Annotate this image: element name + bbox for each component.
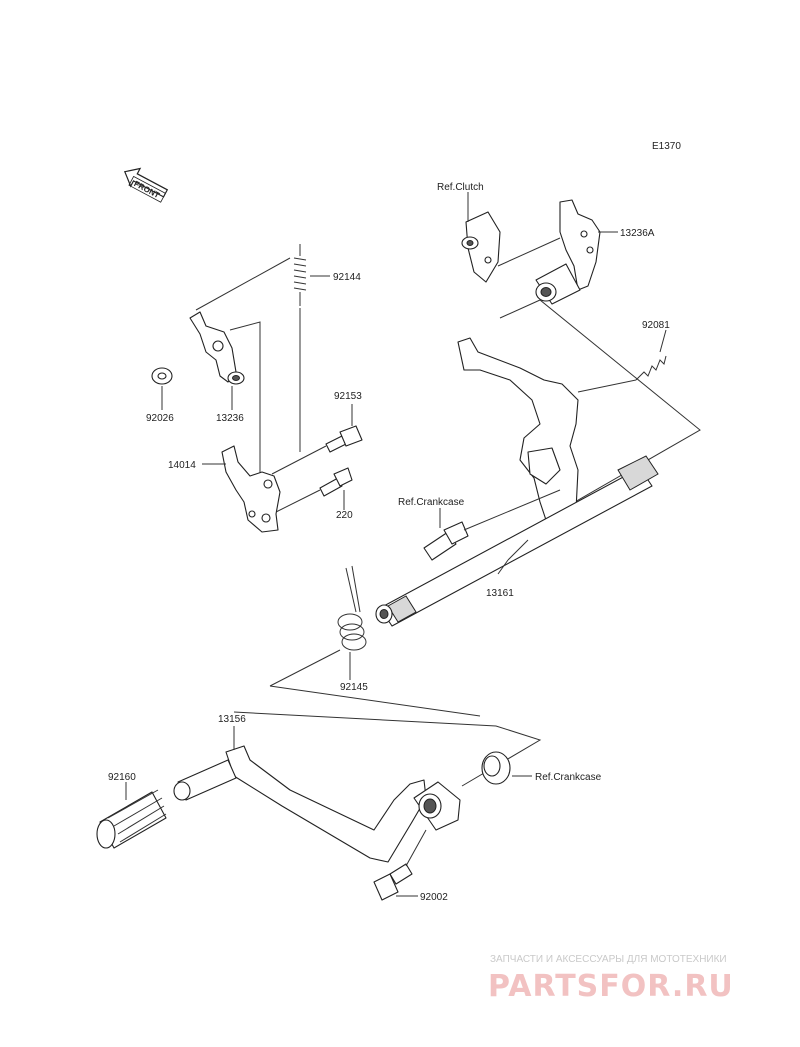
spring-line — [577, 379, 637, 393]
bolt-92153 — [325, 425, 363, 453]
label-13161: 13161 — [486, 588, 514, 599]
spring-92081 — [635, 355, 667, 381]
guide-line — [497, 237, 561, 267]
washer-92026 — [151, 367, 173, 385]
plate-13236 — [189, 311, 245, 385]
clutch-lever — [461, 211, 501, 283]
leader-92081 — [659, 329, 667, 353]
diagram-code: E1370 — [652, 141, 681, 152]
shift-shaft-13161 — [375, 337, 659, 627]
label-92144: 92144 — [333, 272, 361, 283]
label-14014: 14014 — [168, 460, 196, 471]
label-13236A: 13236A — [620, 228, 655, 239]
bolt-92002 — [373, 863, 413, 901]
watermark-subtitle: ЗАПЧАСТИ И АКСЕССУАРЫ ДЛЯ МОТОТЕХНИКИ — [490, 954, 727, 965]
watermark-brand: PARTSFOR.RU — [488, 969, 734, 1004]
front-arrow-icon: FRONT — [123, 167, 169, 203]
spring-92145 — [337, 565, 367, 651]
label-13156: 13156 — [218, 714, 246, 725]
ref-crankcase-upper-label: Ref.Crankcase — [398, 497, 465, 508]
label-92081: 92081 — [642, 320, 670, 331]
bolt-220 — [319, 467, 353, 497]
shift-pedal-13156 — [173, 745, 461, 863]
label-220: 220 — [336, 510, 353, 521]
ref-clutch-label: Ref.Clutch — [437, 182, 484, 193]
label-13236: 13236 — [216, 413, 244, 424]
ref-crankcase-lower-label: Ref.Crankcase — [535, 772, 602, 783]
bracket-14014 — [221, 445, 281, 533]
part-13236A-arm — [535, 199, 601, 305]
spring-92144 — [293, 244, 307, 306]
label-92145: 92145 — [340, 682, 368, 693]
label-92153: 92153 — [334, 391, 362, 402]
label-92160: 92160 — [108, 772, 136, 783]
bracket-lines — [499, 299, 701, 523]
leader-13161 — [507, 539, 529, 561]
oil-seal — [481, 751, 511, 785]
label-92002: 92002 — [420, 892, 448, 903]
rubber-92160 — [96, 789, 167, 849]
crankcase-stud — [423, 521, 469, 561]
label-92026: 92026 — [146, 413, 174, 424]
